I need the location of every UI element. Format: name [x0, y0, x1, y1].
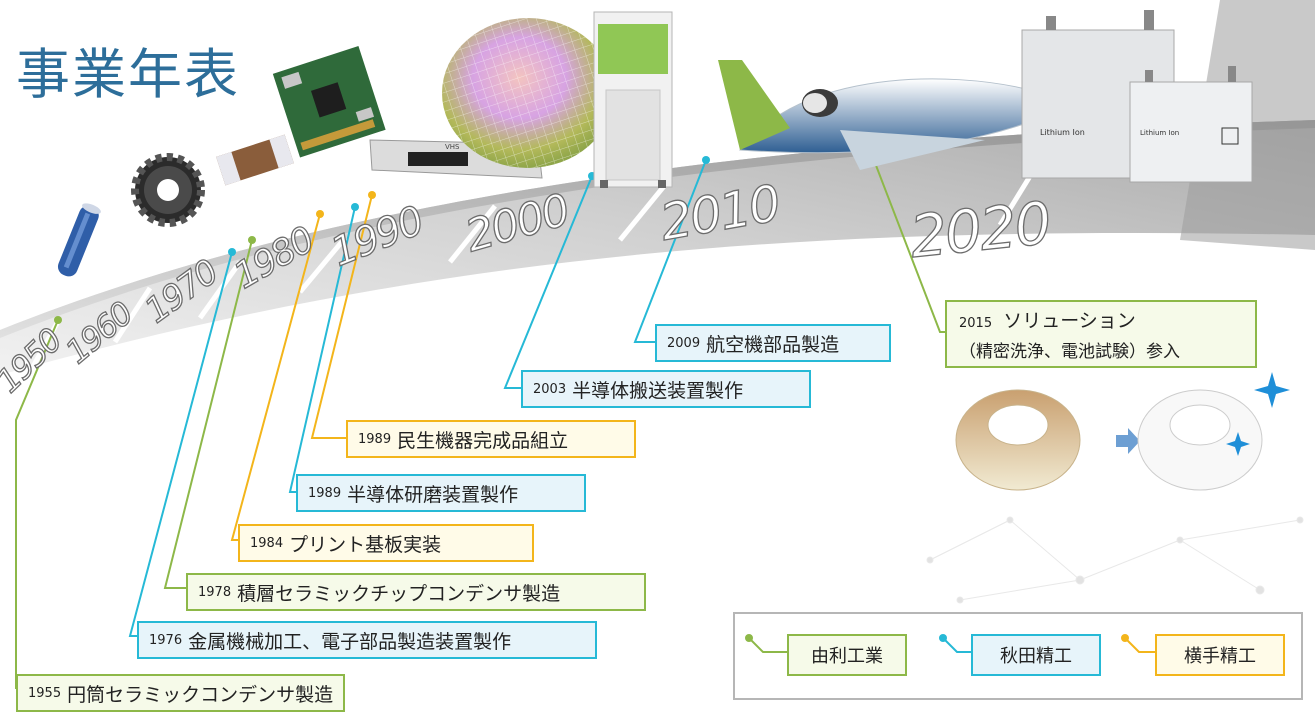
event-subtext: （精密洗浄、電池試験）参入 [959, 342, 1180, 362]
sparkle-icon-small [1226, 432, 1250, 456]
event-year: 1984 [250, 535, 284, 551]
event-text: 積層セラミックチップコンデンサ製造 [237, 582, 561, 605]
leader-1976 [128, 251, 233, 637]
legend-item-yokote-seiko: 横手精工 [1155, 634, 1285, 676]
event-2003: 2003 半導体搬送装置製作 [521, 370, 811, 408]
leader-2009 [633, 159, 707, 343]
event-year: 1989 [308, 485, 342, 501]
leader-1989b [310, 194, 373, 439]
arrow-right-icon [1116, 428, 1140, 454]
timeline-band [0, 120, 1315, 375]
legend-leaders [745, 634, 1155, 653]
event-year: 1978 [198, 584, 232, 600]
event-text: 半導体研磨装置製作 [347, 483, 519, 506]
leader-2003 [503, 175, 593, 389]
leader-lines [15, 154, 947, 689]
semiconductor-equipment-image [593, 11, 673, 188]
leader-1978 [163, 239, 253, 589]
event-text: 民生機器完成品組立 [397, 429, 569, 452]
event-1978: 1978 積層セラミックチップコンデンサ製造 [186, 573, 646, 611]
legend: 由利工業 秋田精工 横手精工 [733, 612, 1303, 700]
leader-2015 [871, 154, 947, 333]
decade-label-2020: 2020 [906, 188, 1053, 272]
event-text: 円筒セラミックコンデンサ製造 [67, 683, 334, 706]
event-year: 2015 [959, 316, 993, 331]
event-year: 2009 [667, 335, 701, 351]
event-text: ソリューション [1003, 310, 1136, 332]
event-year: 1989 [358, 431, 392, 447]
legend-label: 秋田精工 [1000, 646, 1072, 667]
chip-capacitor-image [216, 134, 294, 186]
legend-item-akita-seiko: 秋田精工 [971, 634, 1101, 676]
cylinder-capacitor-image [57, 203, 101, 277]
legend-label: 横手精工 [1184, 646, 1256, 667]
event-text: 半導体搬送装置製作 [572, 379, 744, 402]
network-pattern [926, 516, 1304, 604]
event-1989-assembly: 1989 民生機器完成品組立 [346, 420, 636, 458]
vcr-label: VHS [445, 143, 460, 151]
page-title: 事業年表 [16, 43, 240, 106]
event-2009: 2009 航空機部品製造 [655, 324, 891, 362]
event-1989-polishing: 1989 半導体研磨装置製作 [296, 474, 586, 512]
cleaning-ring-images [955, 372, 1290, 491]
silicon-wafer-image [442, 18, 614, 168]
circuit-board-image [272, 46, 386, 158]
leader-1989a [288, 206, 356, 493]
airplane-image [718, 60, 1048, 170]
event-1984: 1984 プリント基板実装 [238, 524, 534, 562]
event-year: 1955 [28, 685, 62, 701]
event-1976: 1976 金属機械加工、電子部品製造装置製作 [137, 621, 597, 659]
event-text: 金属機械加工、電子部品製造装置製作 [188, 630, 512, 653]
event-2015: 2015 ソリューション （精密洗浄、電池試験）参入 [945, 300, 1257, 368]
gear-image [131, 153, 205, 227]
battery-label-1: Lithium Ion [1040, 128, 1085, 137]
battery-label-2: Lithium Ion [1140, 129, 1179, 137]
sparkle-icon [1254, 372, 1290, 408]
event-1955: 1955 円筒セラミックコンデンサ製造 [16, 674, 346, 712]
event-text: プリント基板実装 [289, 533, 442, 556]
event-text: 航空機部品製造 [706, 333, 840, 356]
lithium-battery-image: Lithium Ion Lithium Ion [1021, 10, 1253, 183]
legend-item-yuri-kogyo: 由利工業 [787, 634, 907, 676]
legend-label: 由利工業 [811, 646, 883, 667]
event-year: 2003 [533, 381, 567, 397]
event-year: 1976 [149, 632, 183, 648]
leader-1984 [230, 213, 321, 541]
